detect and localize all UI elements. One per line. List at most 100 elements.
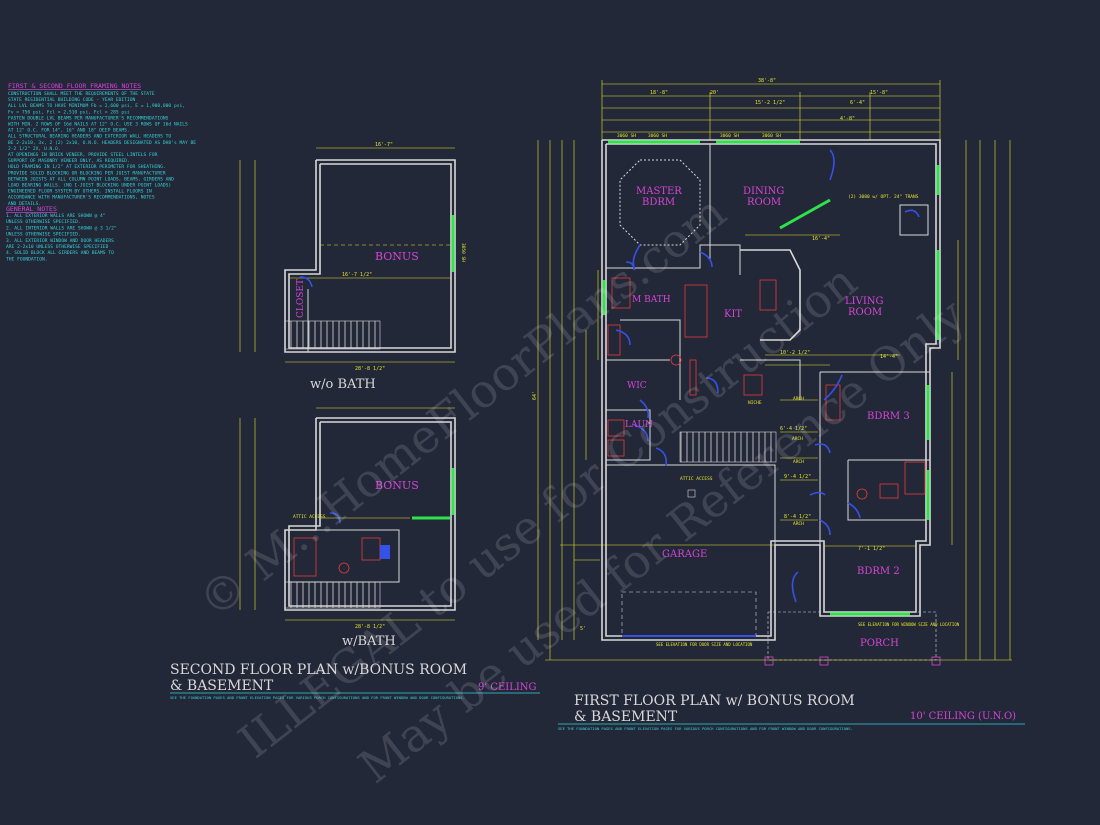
first-floor-plan: 38'-8" 18'-8" 20' 15'-8" 15'-2 1/2" 6'-4…	[532, 78, 1012, 666]
dim-h: 8'-4 1/2"	[784, 514, 811, 520]
room-label-master-2: BDRM	[642, 197, 675, 208]
note-line: THE FOUNDATION.	[6, 256, 48, 262]
note-line: ARE 2-2x10 UNLESS OTHERWISE SPECIFIED	[6, 244, 109, 250]
framing-notes-lines: CONSTRUCTION SHALL MEET THE REQUIREMENTS…	[8, 91, 196, 207]
note-line: 1. ALL EXTERIOR WALLS ARE SHOWN @ 4"	[6, 213, 106, 219]
window-label-2: 3060 SH	[648, 133, 667, 139]
first-floor-title-block: FIRST FLOOR PLAN w/ BONUS ROOM & BASEMEN…	[558, 693, 1025, 731]
second-floor-wo-bath-plan: 16'-7" 28'-8 1/2" 16'-7 1/2" BONUS CLOSE…	[239, 142, 466, 392]
svg-text:16'-7 1/2": 16'-7 1/2"	[342, 272, 372, 278]
room-label-dining-2: ROOM	[747, 197, 781, 208]
second-floor-title-block: SECOND FLOOR PLAN w/BONUS ROOM & BASEMEN…	[170, 662, 540, 700]
dim-b: 20'	[710, 90, 719, 96]
room-label-laun: LAUN	[625, 420, 653, 430]
room-label-wic: WIC	[627, 381, 647, 391]
first-floor-title-line2: & BASEMENT	[574, 709, 678, 725]
trans-note: (2) 3080 w/ OPT. 24" TRANS	[848, 194, 919, 200]
first-floor-note: SEE THE FOUNDATION PAGES AND FRONT ELEVA…	[558, 726, 853, 731]
arch-label-2: ARCH	[793, 459, 804, 465]
note-line: UNLESS OTHERWISE SPECIFIED.	[6, 232, 81, 238]
dim-a: 18'-8"	[650, 90, 668, 96]
svg-text:28'-8 1/2": 28'-8 1/2"	[355, 624, 385, 630]
room-label-living: LIVING	[845, 296, 884, 307]
niche-label: NICHE	[748, 400, 762, 406]
note-line: 2-2 1/2" 2X, U.N.O.	[8, 146, 61, 152]
window-label-1: 3060 SH	[617, 133, 636, 139]
note-line: FASTEN DOUBLE LVL BEAMS PER MANUFACTURER…	[8, 115, 169, 121]
arch-label-3: ARCH	[793, 521, 804, 527]
general-notes-lines: 1. ALL EXTERIOR WALLS ARE SHOWN @ 4" UNL…	[6, 213, 117, 262]
room-label-porch: PORCH	[860, 638, 899, 649]
note-line: PROVIDE SOLID BLOCKING OR BLOCKING PER J…	[8, 170, 166, 176]
framing-notes: FIRST & SECOND FLOOR FRAMING NOTES CONST…	[6, 82, 196, 262]
dim-c: 15'-8"	[870, 90, 888, 96]
note-line: AND DETAILS.	[8, 201, 41, 207]
second-floor-ceiling: 9' CEILING	[478, 682, 537, 693]
attic-access-2f: ATTIC ACCESS	[293, 514, 326, 520]
room-label-bonus-top: BONUS	[375, 250, 419, 263]
room-label-closet: CLOSET	[296, 279, 306, 318]
note-line: ALL STRUCTURAL BEARING HEADERS AND EXTER…	[8, 134, 171, 140]
caption-wo-bath: w/o BATH	[310, 377, 376, 392]
framing-notes-title: FIRST & SECOND FLOOR FRAMING NOTES	[8, 82, 141, 90]
porch-window-note: SEE ELEVATION FOR WINDOW SIZE AND LOCATI…	[858, 622, 960, 627]
second-floor-title-line1: SECOND FLOOR PLAN w/BONUS ROOM	[170, 662, 467, 678]
dim-l: 16'-4"	[812, 236, 830, 242]
note-line: SUPPORT OF MASONRY VENEER ONLY, AS REQUI…	[8, 158, 130, 164]
room-label-m-bath: M BATH	[632, 295, 671, 305]
room-label-living-2: ROOM	[848, 307, 882, 318]
dim-f: 14'-4"	[880, 354, 898, 360]
svg-text:3050 SH: 3050 SH	[460, 243, 466, 262]
dim-k: 10'-2 1/2"	[780, 350, 810, 356]
room-label-bdrm3: BDRM 3	[867, 411, 910, 422]
room-label-bdrm2: BDRM 2	[857, 566, 900, 577]
note-line: 2. ALL INTERIOR WALLS ARE SHOWN @ 3 1/2"	[6, 225, 117, 231]
arch-label-1: ARCH	[793, 396, 804, 402]
dim-i: 7'-1 1/2"	[858, 546, 885, 552]
note-line: Fv = 750 psi, Fcl = 2,510 psi, Fcl = 285…	[8, 109, 130, 115]
dim-e: 6'-4"	[850, 100, 865, 106]
dim-g: 9'-4 1/2"	[784, 474, 811, 480]
note-line: 3. ALL EXTERIOR WINDOW AND DOOR HEADERS	[6, 238, 114, 244]
general-notes-title: GENERAL NOTES	[6, 205, 57, 213]
dim-m: 6'-4 1/2"	[780, 426, 807, 432]
dim-d: 15'-2 1/2"	[755, 100, 785, 106]
second-floor-title-line2: & BASEMENT	[170, 678, 274, 694]
window-label-3: 3060 SH	[720, 133, 739, 139]
note-line: UNLESS OTHERWISE SPECIFIED.	[6, 219, 81, 225]
note-line: BETWEEN JOISTS AT ALL COLUMN POINT LOADS…	[8, 176, 174, 182]
note-line: ENGINEERED FLOOR SYSTEM BY OTHERS. INSTA…	[8, 189, 152, 195]
first-floor-title-line1: FIRST FLOOR PLAN w/ BONUS ROOM	[574, 693, 855, 709]
note-line: STATE RESIDENTIAL BUILDING CODE - YEAR E…	[8, 97, 135, 103]
dim-n: 4'-8"	[840, 116, 855, 122]
svg-text:28'-8 1/2": 28'-8 1/2"	[355, 366, 385, 372]
note-line: AT OPENINGS IN BRICK VENEER, PROVIDE STE…	[8, 152, 158, 158]
room-label-master: MASTER	[636, 186, 682, 197]
note-line: ACCORDANCE WITH MANUFACTURER'S RECOMMEND…	[8, 195, 155, 201]
note-line: 4. SOLID BLOCK ALL GIRDERS AND BEAMS TO	[6, 250, 114, 256]
note-line: CONSTRUCTION SHALL MEET THE REQUIREMENTS…	[8, 91, 155, 97]
note-line: LOAD BEARING WALLS. (NO I-JOIST BLOCKING…	[8, 183, 171, 189]
dim-overall-depth: 64'	[532, 391, 538, 400]
caption-w-bath: w/BATH	[342, 634, 396, 649]
attic-access-1f: ATTIC ACCESS	[680, 476, 713, 482]
dim-j: 5'	[580, 626, 586, 632]
garage-door-note: SEE ELEVATION FOR DOOR SIZE AND LOCATION	[656, 642, 753, 647]
note-line: ALL LVL BEAMS TO HAVE MINIMUM Fb = 2,600…	[8, 103, 185, 109]
first-floor-ceiling: 10' CEILING (U.N.O)	[910, 711, 1016, 722]
note-line: AT 12" O.C. FOR 14", 16" AND 18" DEEP BE…	[8, 128, 130, 134]
dim-overall-width: 38'-8"	[758, 78, 776, 84]
note-line: HOLD FRAMING IN 1/2" AT EXTERIOR PERIMET…	[8, 164, 166, 170]
room-label-garage: GARAGE	[662, 549, 707, 560]
note-line: WITH MIN. 2 ROWS OF 16d NAILS AT 12" O.C…	[8, 122, 188, 128]
svg-text:16'-7": 16'-7"	[375, 142, 393, 148]
room-label-bonus-bottom: BONUS	[375, 479, 419, 492]
second-floor-note: SEE THE FOUNDATION PAGES AND FRONT ELEVA…	[170, 695, 465, 700]
arch-label-4: ARCH	[792, 436, 803, 442]
room-label-dining: DINING	[743, 186, 784, 197]
note-line: BE 2-2x10, 3x, 2 (2) 2x10, U.N.O. HEADER…	[8, 140, 196, 146]
room-label-kit: KIT	[724, 309, 742, 320]
window-label-4: 3060 SH	[762, 133, 781, 139]
second-floor-w-bath-plan: 28'-8 1/2" BONUS ATTIC ACCESS w/BATH	[239, 407, 456, 649]
